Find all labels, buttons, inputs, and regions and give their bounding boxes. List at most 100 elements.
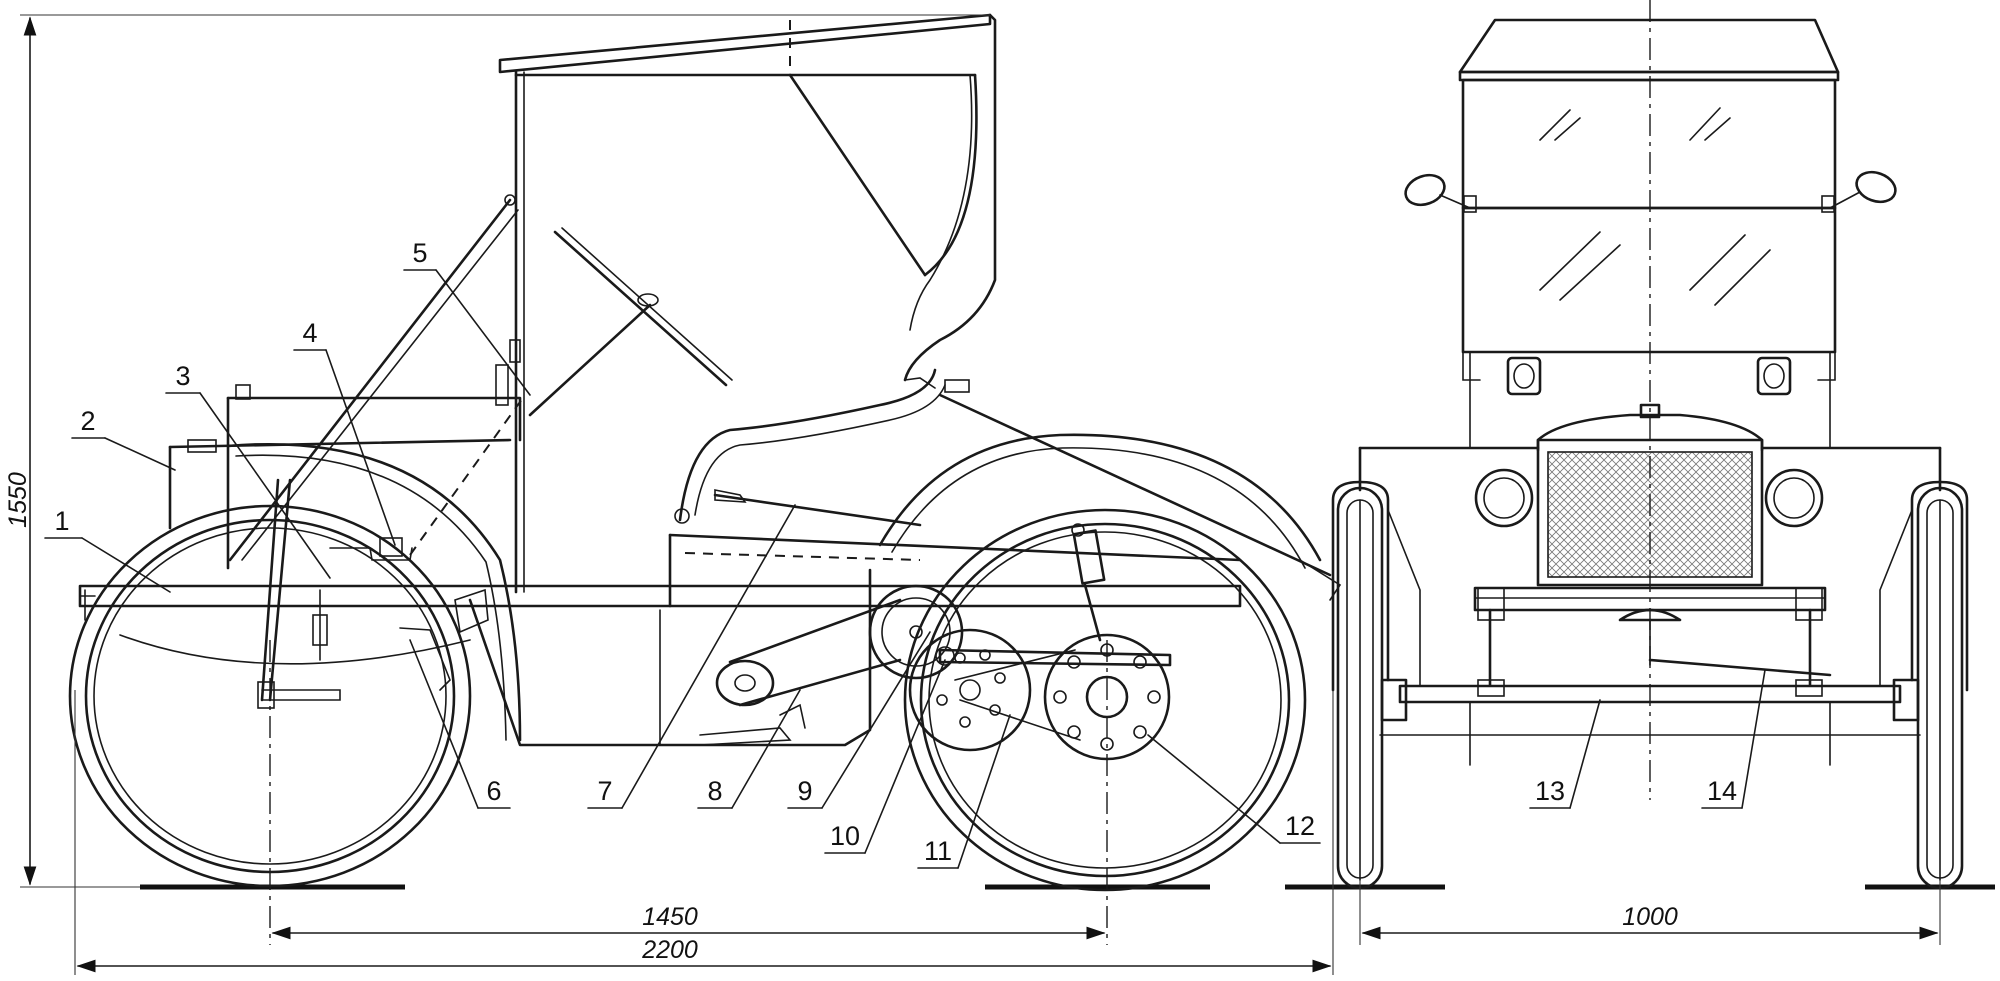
- side-lamp: [944, 379, 970, 393]
- steering-column: [528, 303, 652, 417]
- frame-rail: [78, 584, 1242, 608]
- callout-14: 14: [1707, 776, 1737, 806]
- strut-pivot: [504, 194, 516, 206]
- rear-pillar-inner: [909, 74, 973, 331]
- right-front-wheel: [1892, 486, 1964, 890]
- steering-rod-2: [260, 478, 280, 702]
- front-axle-beam: [1398, 684, 1902, 704]
- callout-8: 8: [707, 776, 722, 806]
- front-axle-curve: [119, 634, 471, 665]
- body-lower: [468, 568, 872, 747]
- mirror-clip-left: [1463, 195, 1477, 213]
- rear-sprocket-hub: [959, 679, 981, 701]
- radiator-cap: [1639, 403, 1661, 419]
- front-mudguard: [226, 442, 522, 742]
- callout-13: 13: [1535, 776, 1565, 806]
- left-front-wheel: [1336, 486, 1408, 890]
- callout-11: 11: [924, 836, 952, 866]
- callout-7: 7: [597, 776, 612, 806]
- gear-lever-knob: [714, 489, 747, 503]
- steering-wheel-rim: [561, 227, 733, 381]
- pillar-bracket: [495, 364, 509, 406]
- tank-box-top: [168, 438, 512, 449]
- callout-4: 4: [302, 318, 317, 348]
- rear-stay: [938, 393, 1332, 577]
- callout-10: 10: [830, 821, 860, 851]
- seat-back: [678, 368, 937, 522]
- rear-mudguard-inner: [891, 447, 1306, 569]
- callout-9: 9: [797, 776, 812, 806]
- length-dimension: 2200: [641, 936, 698, 964]
- filler-cap: [187, 439, 217, 453]
- callout-3: 3: [175, 361, 190, 391]
- starter-crank: [1618, 608, 1682, 622]
- callouts: 1 2 3 4 5 6 7 8 9 10: [44, 238, 1766, 869]
- roof-panel: [498, 13, 992, 74]
- left-parking-lamp: [1506, 356, 1542, 396]
- rear-sprocket-large: [908, 628, 1032, 752]
- left-mudguard: [1331, 480, 1390, 692]
- spring-link-block: [312, 614, 328, 646]
- pillar-hinge: [904, 377, 936, 389]
- front-view: [1285, 0, 1995, 890]
- callout-1: 1: [54, 506, 69, 536]
- left-mirror: [1404, 173, 1446, 207]
- wheelbase-dimension: 1450: [642, 903, 698, 931]
- steering-hub: [637, 293, 659, 307]
- seat-back-inner: [694, 384, 946, 516]
- dimension-lines: 1550 1450 2200 1000: [4, 14, 1941, 975]
- variator-pulley: [868, 584, 964, 680]
- right-mirror: [1855, 170, 1897, 204]
- callout-6: 6: [486, 776, 501, 806]
- front-roof: [1458, 18, 1840, 74]
- track-dimension: 1000: [1622, 903, 1678, 931]
- left-headlamp: [1474, 468, 1534, 528]
- floor-dashed: [684, 552, 921, 561]
- tank-top: [226, 396, 522, 442]
- shock-absorber: [1072, 529, 1106, 585]
- roof-brace: [788, 73, 927, 277]
- variator-hub: [909, 625, 923, 639]
- right-mirror-arm: [1829, 191, 1861, 209]
- glass-reflections: [1539, 107, 1771, 306]
- left-mirror-arm: [1439, 194, 1471, 209]
- right-parking-lamp: [1756, 356, 1792, 396]
- windscreen-lower: [1461, 206, 1837, 354]
- right-headlamp: [1764, 468, 1824, 528]
- steering-wheel: [553, 230, 728, 387]
- mirror-clip-right: [1821, 195, 1835, 213]
- kingpins: [1488, 608, 1812, 687]
- lamp-brackets: [1462, 351, 1836, 381]
- tie-rod: [1648, 658, 1832, 677]
- swing-arm-pivot: [935, 646, 955, 666]
- drive-belt: [728, 598, 902, 707]
- engine-mount: [699, 727, 792, 746]
- windscreen-strut: [228, 198, 512, 562]
- dash-strut-dashed: [409, 394, 526, 556]
- windscreen-strut-2: [241, 209, 519, 561]
- gear-lever: [713, 493, 922, 527]
- shock-rod: [1083, 583, 1102, 642]
- tensioner: [779, 703, 806, 729]
- radiator-top: [1536, 413, 1764, 452]
- rear-mudguard: [878, 433, 1322, 562]
- rear-hood-edge: [923, 73, 978, 277]
- height-dimension: 1550: [4, 472, 32, 528]
- front-bumper-end: [79, 589, 96, 621]
- bracket-4: [329, 547, 413, 561]
- body-upper-line: [668, 533, 1242, 562]
- engine-pulley-hub: [734, 674, 756, 692]
- kingpin-bracket: [261, 689, 341, 701]
- mudguard-stay: [454, 588, 489, 634]
- tank-cap: [235, 384, 251, 400]
- rear-pillar: [903, 13, 997, 382]
- front-mudguard-inner: [235, 454, 507, 741]
- pillar-clamp: [509, 339, 521, 363]
- front-hub-block: [257, 681, 275, 709]
- seat-pivot: [674, 508, 690, 524]
- pedal-link: [399, 627, 451, 691]
- callout-12: 12: [1285, 811, 1315, 841]
- windscreen-upper: [1461, 78, 1837, 210]
- engine-pulley: [715, 659, 775, 707]
